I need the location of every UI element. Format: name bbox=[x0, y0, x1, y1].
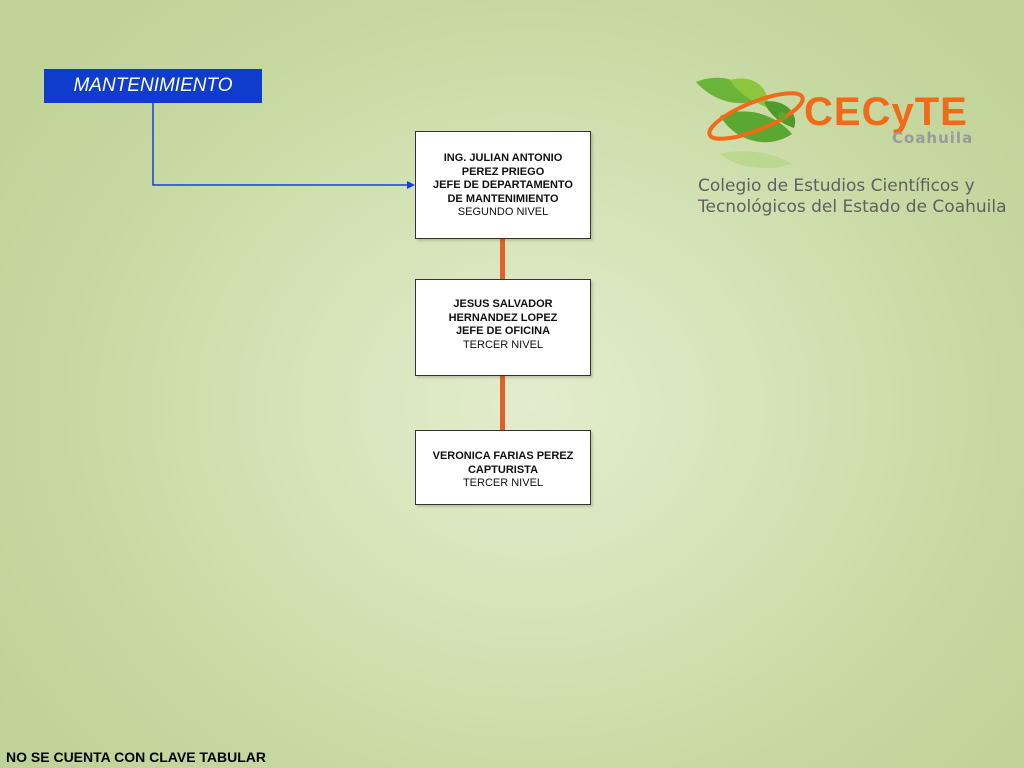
connector-1-2 bbox=[500, 239, 505, 279]
node-name-line2: HERNANDEZ LOPEZ bbox=[448, 311, 558, 324]
footer-note: NO SE CUENTA CON CLAVE TABULAR bbox=[6, 749, 267, 765]
connector-2-3 bbox=[500, 376, 505, 430]
node-name-line1: ING. JULIAN ANTONIO bbox=[443, 152, 563, 164]
logo-brand: CECyTE bbox=[804, 90, 968, 134]
node-level: SEGUNDO NIVEL bbox=[457, 206, 549, 218]
org-node-capturista: VERONICA FARIAS PEREZ CAPTURISTA TERCER … bbox=[415, 430, 591, 505]
logo-state: Coahuila bbox=[892, 129, 974, 147]
org-node-jefe-departamento: ING. JULIAN ANTONIO PEREZ PRIEGO JEFE DE… bbox=[415, 131, 591, 239]
node-role: JEFE DE OFICINA bbox=[455, 325, 551, 337]
department-label: MANTENIMIENTO bbox=[44, 69, 262, 103]
dept-arrow-line bbox=[152, 103, 409, 186]
dept-arrow-head bbox=[407, 181, 415, 189]
node-role: CAPTURISTA bbox=[467, 463, 539, 476]
node-level: TERCER NIVEL bbox=[462, 477, 544, 489]
node-name-line2: PEREZ PRIEGO bbox=[461, 165, 545, 178]
logo-tagline-line1: Colegio de Estudios Científicos y bbox=[698, 176, 975, 196]
cecyte-logo: CECyTE Coahuila Colegio de Estudios Cien… bbox=[690, 72, 1007, 222]
node-name-line1: JESUS SALVADOR bbox=[453, 298, 553, 310]
department-label-text: MANTENIMIENTO bbox=[73, 75, 233, 96]
node-role-line1: JEFE DE DEPARTAMENTO bbox=[433, 179, 573, 191]
node-name: VERONICA FARIAS PEREZ bbox=[432, 450, 574, 462]
node-level: TERCER NIVEL bbox=[462, 338, 544, 351]
logo-tagline-line2: Tecnológicos del Estado de Coahuila bbox=[698, 197, 1007, 217]
cecyte-leaf-icon bbox=[696, 77, 805, 169]
org-node-jefe-oficina: JESUS SALVADOR HERNANDEZ LOPEZ JEFE DE O… bbox=[415, 279, 591, 376]
node-role-line2: DE MANTENIMIENTO bbox=[447, 192, 559, 205]
